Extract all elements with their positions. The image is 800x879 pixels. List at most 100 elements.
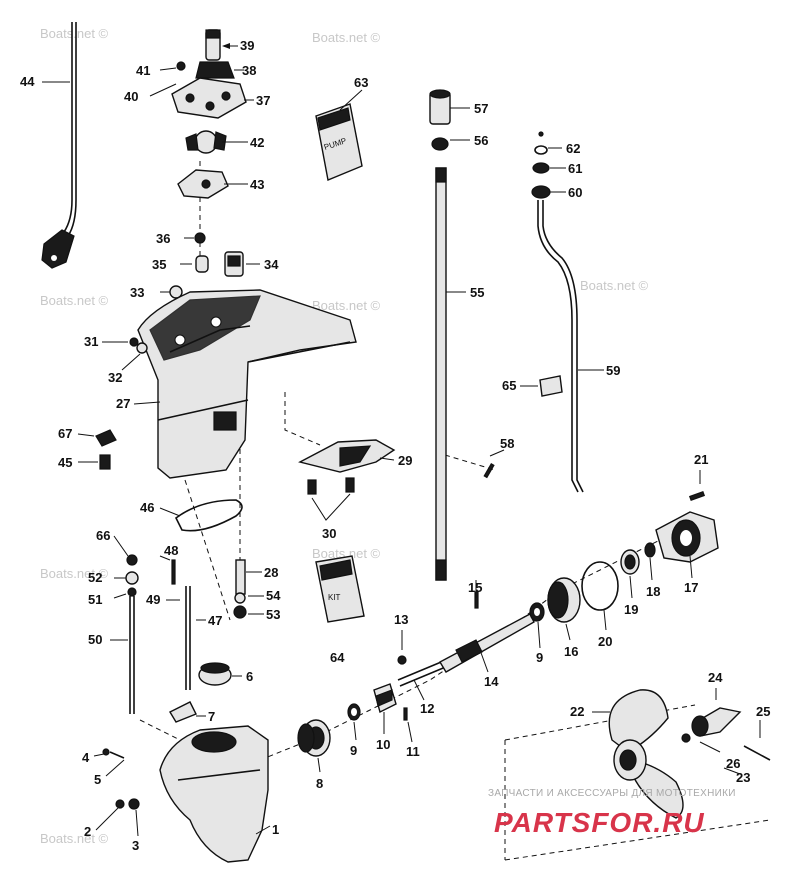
fasteners-31-32-45-67 [95,337,148,470]
propeller-22 [608,689,771,819]
part-label: 22 [570,704,584,719]
part-label: 27 [116,396,130,411]
part-label: 25 [756,704,770,719]
shift-rod-44 [41,22,77,269]
part-label: 26 [726,756,740,771]
part-label: 16 [564,644,578,659]
part-label: 35 [152,257,166,272]
part-label: 24 [708,670,723,685]
part-label: 20 [598,634,612,649]
gear-8 [297,719,331,757]
part-label: 52 [88,570,102,585]
part-label: 9 [350,743,357,758]
part-label: 51 [88,592,102,607]
part-label: 17 [684,580,698,595]
part-label: 36 [156,231,170,246]
propeller-shaft-14 [439,591,535,673]
part-label: 40 [124,89,138,104]
part-label: 46 [140,500,154,515]
watermark: Boats.net © [312,298,381,313]
part-label: 6 [246,669,253,684]
part-label: 30 [322,526,336,541]
part-label: 33 [130,285,144,300]
part-label: 44 [20,74,35,89]
watermark: Boats.net © [40,831,109,846]
part-label: 23 [736,770,750,785]
anode-29 [298,439,396,495]
part-label: 18 [646,584,660,599]
part-label: 12 [420,701,434,716]
part-label: 65 [502,378,516,393]
part-label: 14 [484,674,499,689]
leader-lines [42,43,761,837]
part-label: 37 [256,93,270,108]
part-label: 54 [266,588,281,603]
part-label: 62 [566,141,580,156]
small-parts-33-35 [169,251,244,299]
gasket-46 [174,499,243,532]
fasteners-2-5 [102,748,140,810]
part-label: 38 [242,63,256,78]
part-label: 21 [694,452,708,467]
part-label: 4 [82,750,90,765]
part-label: 19 [624,602,638,617]
kit-64: KIT [315,555,365,623]
water-pump-parts [171,29,247,244]
shift-parts-9-13 [347,655,449,721]
part-label: 1 [272,822,279,837]
gearcase-1 [159,725,269,863]
part-label: 32 [108,370,122,385]
part-label: 11 [406,744,420,759]
part-label: 64 [330,650,345,665]
part-label: 45 [58,455,72,470]
part-label: 2 [84,824,91,839]
part-label: 66 [96,528,110,543]
svg-text:KIT: KIT [328,593,341,602]
kit-63: PUMP [315,103,363,181]
part-label: 55 [470,285,484,300]
watermark: Boats.net © [312,546,381,561]
brand-logo: ЗАПЧАСТИ И АКСЕССУАРЫ ДЛЯ МОТОТЕХНИКИ PA… [488,788,736,838]
watermark-layer: Boats.net © Boats.net © Boats.net © Boat… [40,26,649,846]
part-label: 5 [94,772,101,787]
part-label: 43 [250,177,264,192]
watermark: Boats.net © [312,30,381,45]
part-label: 10 [376,737,390,752]
part-label: 28 [264,565,278,580]
part-label: 7 [208,709,215,724]
watermark: Boats.net © [40,293,109,308]
seal-6-7 [169,662,232,723]
part-label: 13 [394,612,408,627]
watermark: Boats.net © [580,278,649,293]
part-label: 9 [536,650,543,665]
drive-shaft-55 [429,89,495,581]
part-label: 59 [606,363,620,378]
part-label: 60 [568,185,582,200]
studs-48-52-66 [125,554,176,714]
part-label: 31 [84,334,98,349]
part-label: 41 [136,63,150,78]
part-label: 57 [474,101,488,116]
part-label: 34 [264,257,279,272]
part-label: 63 [354,75,368,90]
part-label: 29 [398,453,412,468]
part-label: 42 [250,135,264,150]
part-label: 8 [316,776,323,791]
part-label: 58 [500,436,514,451]
watermark: Boats.net © [40,26,109,41]
part-label: 47 [208,613,222,628]
part-label: 48 [164,543,178,558]
watermark: Boats.net © [40,566,109,581]
studs-28-47-53-54 [185,559,247,690]
part-label: 61 [568,161,582,176]
bearing-carrier-16-20 [529,490,719,623]
brand-name: PARTSFOR.RU [494,807,705,838]
brand-tagline: ЗАПЧАСТИ И АКСЕССУАРЫ ДЛЯ МОТОТЕХНИКИ [488,788,736,799]
driveshaft-housing-27 [137,289,357,479]
part-label: 3 [132,838,139,853]
part-labels: 1 2 3 4 5 6 7 8 9 9 10 11 12 13 14 15 16… [20,38,770,853]
part-label: 15 [468,580,482,595]
part-label: 53 [266,607,280,622]
shift-rod-59 [531,131,584,493]
part-label: 67 [58,426,72,441]
